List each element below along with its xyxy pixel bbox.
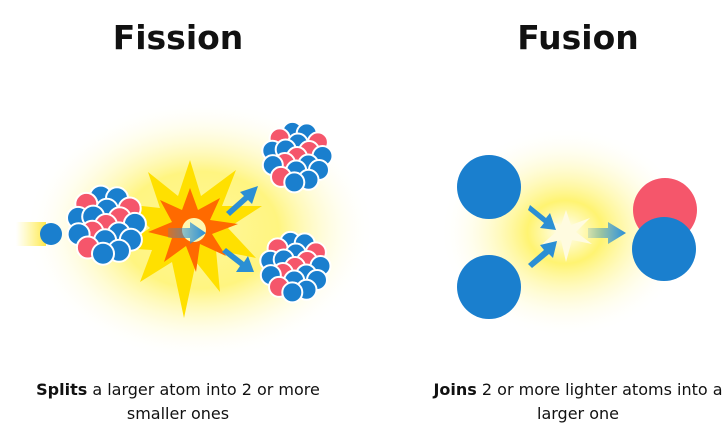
daughter-nucleus-bottom — [259, 230, 332, 304]
fusion-caption: Joins 2 or more lighter atoms into a lar… — [428, 378, 728, 426]
fusion-caption-text: 2 or more lighter atoms into a larger on… — [476, 380, 723, 423]
fused-neutron — [632, 217, 696, 281]
light-atom-bottom — [457, 255, 521, 319]
nucleon — [283, 171, 306, 194]
nucleon — [281, 281, 304, 304]
fission-title: Fission — [112, 18, 244, 57]
fusion-caption-bold: Joins — [433, 380, 477, 399]
fusion-arrow-right — [588, 222, 626, 244]
fission-caption: Splits a larger atom into 2 or more smal… — [28, 378, 328, 426]
fusion-arrow-top — [528, 205, 556, 230]
fusion-arrow-bottom — [528, 241, 557, 268]
fusion-diagram — [440, 127, 697, 337]
arrow-down-right — [222, 248, 254, 272]
arrow-center-right — [168, 222, 206, 244]
fission-caption-text: a larger atom into 2 or more smaller one… — [87, 380, 320, 423]
daughter-nucleus-top — [261, 120, 334, 194]
parent-nucleus — [66, 184, 147, 266]
nucleon — [91, 241, 115, 266]
fission-diagram — [16, 100, 375, 360]
fusion-title: Fusion — [517, 18, 639, 57]
light-atom-top — [457, 155, 521, 219]
arrow-up-right — [226, 186, 258, 216]
incoming-neutron — [40, 223, 62, 245]
fission-caption-bold: Splits — [36, 380, 88, 399]
